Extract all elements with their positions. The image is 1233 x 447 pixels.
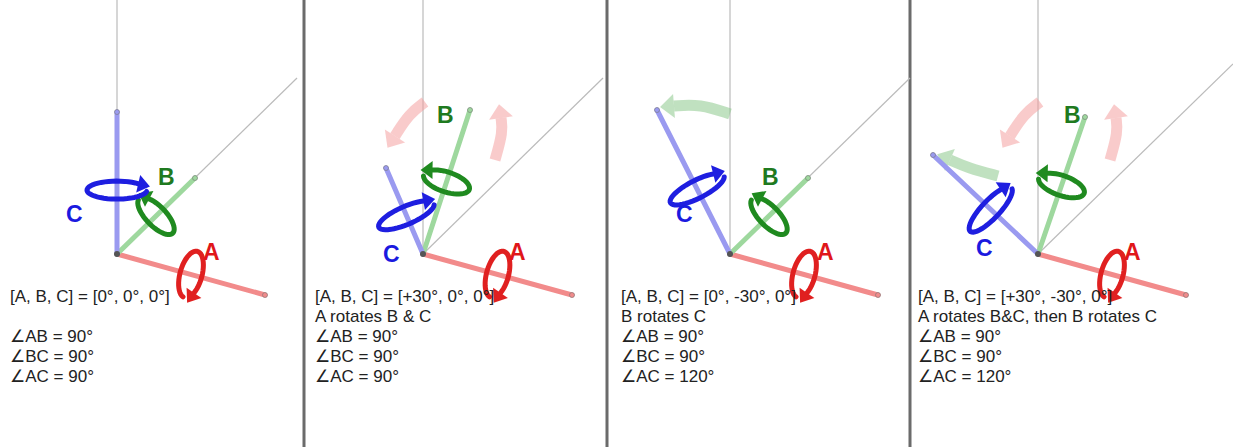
caption-line: ∠BC = 90° (315, 347, 399, 367)
panel-illustration (87, 0, 297, 303)
caption-line: [A, B, C] = [0°, -30°, 0°] (621, 287, 796, 307)
axis-label: B (762, 166, 779, 189)
axis-label: C (676, 203, 693, 226)
caption-line: [A, B, C] = [+30°, 0°, 0°] (315, 287, 494, 307)
rotation-arrowhead (421, 161, 433, 179)
caption-line: ∠AB = 90° (918, 327, 1001, 347)
motion-arrow (950, 160, 998, 176)
caption-line: ∠AB = 90° (315, 327, 398, 347)
rod-end (931, 153, 936, 158)
motion-arrowhead (1000, 130, 1020, 148)
rotation-arrowhead (752, 191, 767, 207)
rod-end (570, 293, 575, 298)
motion-arrow (395, 102, 425, 136)
panel-separator (303, 0, 306, 447)
rotation-ring (138, 199, 174, 235)
axis-label: A (817, 241, 834, 264)
rotation-ring (179, 251, 204, 297)
axis-rod (730, 178, 808, 254)
motion-arrowhead (385, 130, 405, 148)
axis-rod (657, 110, 730, 254)
origin-dot (1035, 251, 1041, 257)
rod-end (655, 108, 660, 113)
guide-line (423, 78, 603, 254)
caption-line: ∠AB = 90° (621, 327, 704, 347)
caption-line: ∠BC = 90° (621, 347, 705, 367)
axis-label: B (1064, 104, 1081, 127)
motion-arrowhead (489, 104, 513, 120)
panel-illustration (655, 0, 911, 303)
axis-rod (1038, 117, 1085, 254)
guide-line (1037, 0, 1038, 254)
caption-line: [A, B, C] = [+30°, -30°, 0°] (918, 287, 1112, 307)
guide-line (116, 0, 117, 254)
rotation-arrowhead (493, 288, 508, 303)
caption-line: ∠AC = 120° (621, 367, 714, 387)
axis-label: A (509, 241, 526, 264)
rotation-arrowhead (996, 182, 1011, 197)
rotation-arrowhead (136, 175, 150, 193)
axis-rod (423, 110, 470, 254)
origin-dot (727, 251, 733, 257)
panel-separator (606, 0, 609, 447)
rod-end (263, 293, 268, 298)
axis-label: B (158, 166, 175, 189)
guide-line (1038, 64, 1233, 254)
caption-line: [A, B, C] = [0°, 0°, 0°] (10, 287, 170, 307)
rod-end (876, 293, 881, 298)
rod-end (384, 166, 389, 171)
panel-separator (909, 0, 912, 447)
motion-arrow (674, 105, 730, 114)
caption-line: ∠BC = 90° (10, 347, 94, 367)
motion-arrow (1010, 102, 1040, 136)
rotation-arrowhead (711, 165, 725, 182)
rotation-arrowhead (1036, 164, 1048, 182)
rotation-arrowhead (800, 288, 815, 303)
guide-line (117, 78, 297, 254)
caption-line: B rotates C (621, 307, 706, 327)
axis-label: C (66, 203, 83, 226)
rod-end (193, 176, 198, 181)
caption-line: A rotates B & C (315, 307, 431, 327)
caption-line: ∠AB = 90° (10, 327, 93, 347)
axis-label: C (383, 243, 400, 266)
axis-rod (117, 178, 195, 254)
rotation-arrowhead (422, 192, 435, 210)
rotation-ring (751, 199, 787, 235)
panel-illustration (931, 0, 1233, 303)
axis-label: B (437, 104, 454, 127)
origin-dot (114, 251, 120, 257)
caption-line: ∠AC = 90° (315, 367, 399, 387)
motion-arrowhead (1104, 104, 1128, 120)
axis-label: A (1124, 241, 1141, 264)
rod-end (1083, 115, 1088, 120)
rod-end (1184, 293, 1189, 298)
rod-end (806, 176, 811, 181)
rotation-arrowhead (187, 288, 202, 303)
guide-line (729, 0, 730, 254)
guide-line (730, 78, 910, 254)
axis-label: C (976, 237, 993, 260)
rod-end (115, 110, 120, 115)
panel-illustration (379, 0, 603, 303)
axis-label: A (203, 241, 220, 264)
motion-arrow (1110, 118, 1117, 160)
origin-dot (420, 251, 426, 257)
motion-arrowhead (660, 94, 675, 118)
caption-line: ∠AC = 90° (10, 367, 94, 387)
caption-line: ∠AC = 120° (918, 367, 1011, 387)
motion-arrow (495, 118, 502, 160)
rod-end (468, 108, 473, 113)
caption-line: A rotates B&C, then B rotates C (918, 307, 1157, 327)
caption-line: ∠BC = 90° (918, 347, 1002, 367)
